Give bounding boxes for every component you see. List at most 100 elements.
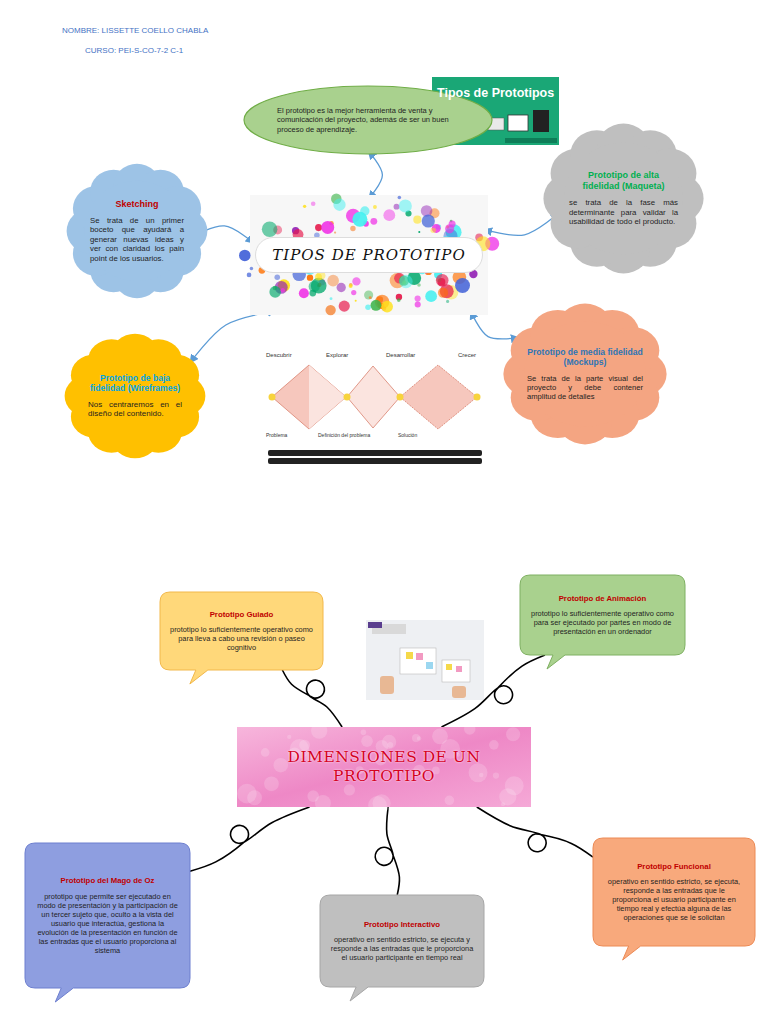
device-phone (533, 110, 549, 132)
splash-node: TIPOS DE PROTOTIPO (250, 195, 488, 315)
band-texture (445, 795, 455, 805)
curved-arrow (484, 213, 559, 236)
node-texts: Prototipo del Mago de Oz prototipo que pe… (25, 843, 190, 988)
cloud-node: SketchingSe trata de un primer boceto qu… (68, 165, 206, 297)
paint-splatter (397, 298, 401, 302)
image-background (265, 348, 483, 466)
node-heading: Prototipo Funcional (603, 862, 745, 872)
callout-shape (520, 575, 685, 669)
node-heading: Prototipo de media fidelidad (Mockups) (527, 347, 643, 368)
paint-splatter (438, 288, 448, 298)
node-text: DIMENSIONES DE UN PROTOTIPO (237, 748, 531, 786)
band-texture (432, 728, 448, 744)
photo-postit (406, 652, 413, 659)
photo-postit (426, 662, 433, 669)
node-text: prototipo que permite ser ejecutado en m… (35, 892, 180, 955)
curved-arrow (190, 311, 276, 363)
paint-splatter (247, 273, 252, 278)
phase-dot (397, 394, 404, 401)
paint-splatter (415, 301, 421, 307)
node-heading: Prototipo del Mago de Oz (35, 876, 180, 886)
node-text: prototipo lo suficientemente operativo c… (530, 609, 675, 636)
photo-paper (400, 648, 436, 674)
phase-dot (474, 394, 481, 401)
paint-splatter (455, 278, 470, 293)
callout-shape (593, 838, 755, 960)
band-texture (489, 740, 499, 750)
paint-splatter (399, 275, 412, 288)
paint-splatter (364, 290, 373, 299)
band-texture (247, 790, 262, 805)
band-texture (264, 776, 279, 791)
paint-splatter (398, 196, 402, 200)
phase-diamond (347, 366, 400, 428)
curly-connector (190, 807, 310, 871)
photo-logo (368, 622, 382, 628)
paint-splatter (352, 277, 360, 285)
paint-splatter (415, 296, 421, 302)
cloud-node: Prototipo de alta fidelidad (Maqueta) se … (545, 125, 702, 272)
band-texture (344, 784, 355, 795)
photo-background (366, 620, 484, 700)
band-texture (506, 727, 520, 741)
paint-splatter (365, 305, 371, 311)
paint-splatter (350, 226, 355, 231)
annotation-label: CURSO: PEI-S-CO-7-2 C-1 (85, 46, 183, 55)
callout-shape (160, 592, 323, 684)
curved-arrow (368, 151, 382, 199)
node-texts: Prototipo Funcionaloperativo en sentido … (593, 838, 755, 946)
url-bar (505, 138, 557, 143)
callout-shape (25, 843, 190, 1002)
band-texture (361, 735, 373, 747)
timeline-bar (268, 450, 482, 456)
band-texture (382, 735, 396, 749)
node-heading: Prototipo de alta fidelidad (Maqueta) (569, 170, 678, 192)
photo-postit (446, 664, 452, 670)
paint-splatter (334, 231, 336, 233)
phase-dot (269, 394, 276, 401)
node-text: se trata de la fase más determinante par… (569, 198, 678, 227)
device-outline (508, 115, 528, 131)
annotation-label: Explorar (326, 352, 348, 358)
node-texts: Prototipo Interactivooperativo en sentid… (320, 895, 484, 987)
paint-splatter (239, 250, 250, 261)
band-texture (361, 730, 367, 736)
band-texture (274, 758, 288, 772)
paint-splatter (351, 290, 356, 295)
band-texture (412, 734, 420, 742)
annotation-label: Desarrollar (386, 352, 415, 358)
band-texture (307, 790, 319, 802)
paint-splatter (446, 300, 449, 303)
annotation-label: Solución (398, 432, 417, 438)
band-node: DIMENSIONES DE UN PROTOTIPO (237, 727, 531, 807)
curly-connector (282, 670, 342, 727)
paint-splatter (339, 300, 350, 311)
annotation-label: Definición del problema (318, 432, 370, 438)
node-text: El prototipo es la mejor herramienta de … (277, 106, 459, 133)
callout-shape (320, 895, 484, 1001)
annotation-label: Tipos de Prototipos (437, 86, 554, 100)
cloud-lobe (85, 181, 190, 281)
photo-hand (452, 686, 466, 698)
band-texture (464, 723, 476, 735)
paint-splatter (311, 202, 316, 207)
paint-splatter (333, 199, 345, 211)
node-texts: Prototipo de media fidelidad (Mockups)Se… (505, 305, 665, 443)
paint-splatter (299, 288, 309, 298)
callout-node: Prototipo Interactivooperativo en sentid… (320, 895, 484, 987)
node-text: Nos centraremos en el diseño del conteni… (88, 400, 182, 420)
node-text: prototipo lo suficientemente operativo c… (170, 625, 313, 652)
paint-splatter (349, 284, 353, 288)
annotation-label: NOMBRE: LISSETTE COELLO CHABLA (62, 26, 208, 35)
paint-splatter (262, 221, 278, 237)
node-text: TIPOS DE PROTOTIPO (255, 237, 482, 273)
desk-photo (366, 620, 484, 700)
node-texts: Prototipo de baja fidelidad (Wireframes)… (66, 335, 204, 457)
paint-splatter (250, 267, 253, 270)
photo-postit (456, 666, 462, 672)
paint-splatter (381, 301, 393, 313)
node-heading: Prototipo de baja fidelidad (Wireframes) (88, 373, 182, 394)
paint-splatter (337, 283, 346, 292)
paint-splatter (413, 216, 421, 224)
